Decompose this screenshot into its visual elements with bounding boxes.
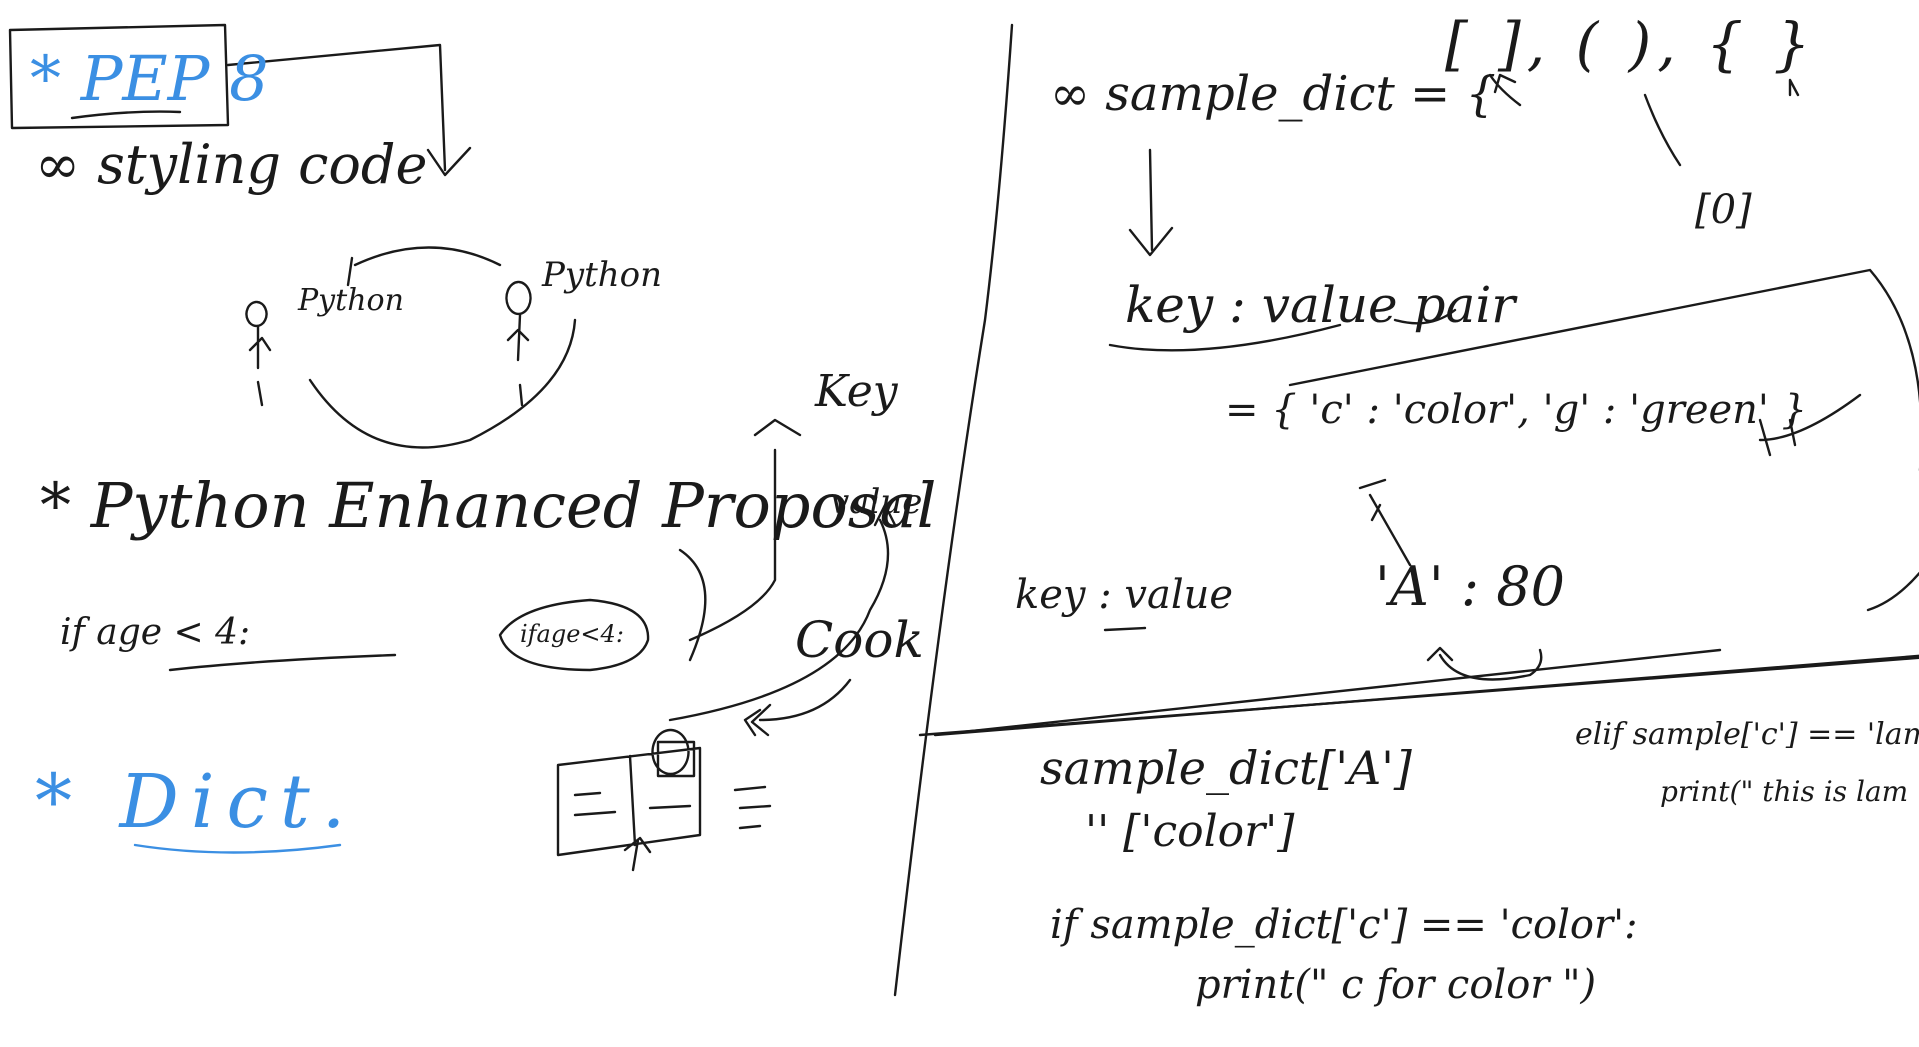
stick-figure-right (505, 280, 532, 407)
pep8-underline (70, 110, 182, 120)
sample-dict-arrow (1128, 148, 1174, 257)
elif-line: elif sample['c'] == 'lam' (1575, 717, 1919, 752)
brackets-label: [ ], ( ), { } (1445, 10, 1817, 78)
access-color-line: '' ['color'] (1085, 806, 1295, 857)
a-80-label: 'A' : 80 (1375, 555, 1565, 618)
key-value-label: key : value (1015, 572, 1234, 618)
dict-heading: * Dict. (35, 759, 358, 845)
print-line: print(" c for color ") (1195, 962, 1597, 1008)
index-box-label: [0] (1695, 187, 1752, 233)
if-underline (168, 653, 397, 672)
if-age-line: if age < 4: (60, 612, 251, 653)
dict-frame (933, 268, 1919, 737)
sample-dict-label: ∞ sample_dict = { (1050, 66, 1497, 122)
value-label: value (830, 482, 923, 522)
pep8-arrow (226, 43, 472, 177)
if-sample-line: if sample_dict['c'] == 'color': (1050, 902, 1638, 948)
horizontal-divider (918, 656, 1919, 737)
key-underline (1108, 323, 1342, 352)
key-arrow (688, 418, 802, 642)
pair-underline (1393, 308, 1457, 325)
stick-figure-left (245, 300, 272, 407)
dict-underline (133, 843, 342, 854)
elif-print-line: print(" this is lam ") (1660, 775, 1919, 808)
ifage-bubble (498, 598, 650, 672)
pep8-box (8, 23, 230, 130)
python-cycle-arrow (308, 246, 577, 449)
styling-code-label: ∞ styling code (35, 133, 428, 196)
dict-literal-label: = { 'c' : 'color', 'g' : 'green' } (1225, 387, 1808, 433)
key-label: Key (815, 366, 898, 417)
cook-arrow (750, 678, 852, 737)
pep8-heading: * PEP 8 (30, 42, 269, 115)
value-arrow (668, 503, 897, 737)
enhanced-proposal-label: * Python Enhanced Proposal (40, 469, 937, 542)
python-right-label: Python (542, 255, 663, 295)
green-underline (1758, 393, 1862, 457)
a-to-80-arrow (1426, 646, 1543, 681)
key-value-underline (1103, 626, 1147, 632)
vertical-divider (893, 23, 1014, 997)
book-drawing (556, 728, 772, 872)
key-value-pair-label: key : value pair (1125, 276, 1516, 334)
access-a-line: sample_dict['A'] (1040, 741, 1412, 795)
brackets-arrows (1488, 73, 1800, 167)
c-to-a-arrow (1358, 478, 1412, 567)
python-left-label: Python (298, 283, 404, 318)
cook-label: Cook (795, 611, 924, 669)
ifage-bubble-text: ifage<4: (520, 620, 624, 648)
